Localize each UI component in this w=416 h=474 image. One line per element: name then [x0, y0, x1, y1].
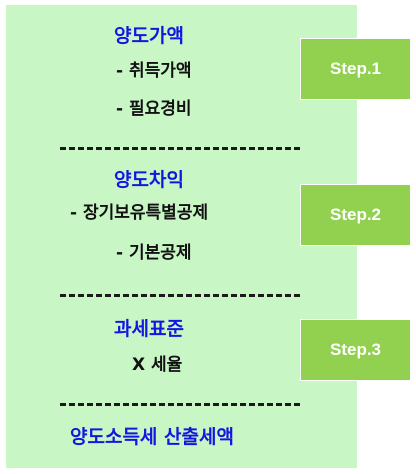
step-3-box: Step.3 — [300, 319, 411, 381]
dashed-divider — [60, 147, 300, 150]
section-heading-tax-base: 과세표준 — [114, 318, 184, 340]
dashed-divider — [60, 294, 300, 297]
section-heading-sale-price: 양도가액 — [114, 25, 184, 47]
item-acquisition-price: - 취득가액 — [116, 61, 192, 81]
item-tax-rate: X 세율 — [132, 355, 183, 375]
item-necessary-expenses: - 필요경비 — [116, 99, 192, 119]
dashed-divider — [60, 403, 300, 406]
flow-panel — [6, 5, 357, 468]
section-heading-capital-gain: 양도차익 — [114, 169, 184, 191]
result-heading-computed-tax: 양도소득세 산출세액 — [70, 426, 234, 448]
step-2-box: Step.2 — [300, 184, 411, 246]
step-1-box: Step.1 — [300, 38, 411, 100]
item-basic-deduction: - 기본공제 — [116, 243, 192, 263]
item-long-term-holding-deduction: - 장기보유특별공제 — [70, 203, 209, 223]
